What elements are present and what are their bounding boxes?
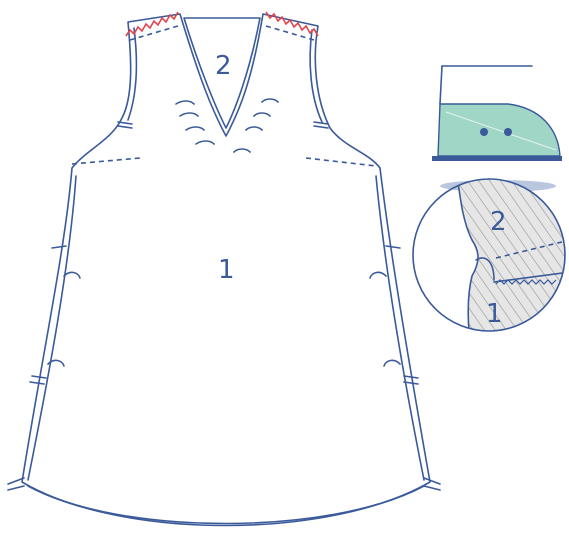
ease-marks <box>48 99 400 366</box>
seam-line-right-side <box>376 176 424 480</box>
detail-lower-label: 1 <box>486 299 503 329</box>
detail-upper-label: 2 <box>490 207 507 237</box>
front-piece-label: 1 <box>218 255 235 285</box>
notch-marks <box>8 122 440 490</box>
facing-piece-label: 2 <box>215 51 232 81</box>
dart-line-left <box>72 158 140 164</box>
seam-line-left-side <box>28 176 76 480</box>
iron-icon <box>432 66 562 161</box>
dart-line-right <box>306 158 376 166</box>
magnifier-circle: 2 1 <box>413 160 569 360</box>
seam-line-hem <box>28 486 424 524</box>
